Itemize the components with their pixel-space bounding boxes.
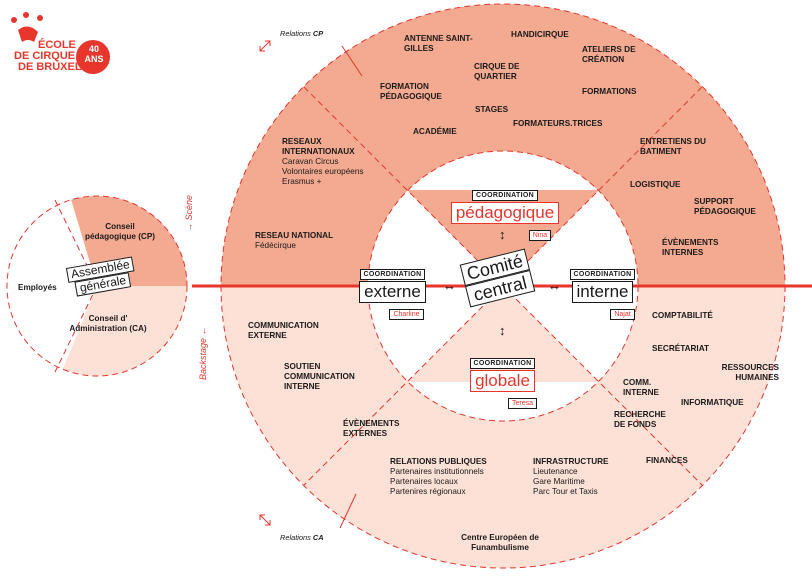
relations-cp-label: Relations CP [280,29,324,38]
coordination-globale: COORDINATION globale Teresa [460,352,545,410]
wedge-bottom [407,286,599,382]
label-antenne: ANTENNE SAINT-GILLES [404,34,473,53]
label-formation-peda: FORMATION PÉDAGOGIQUE [380,82,442,101]
label-entretiens: ENTRETIENS DU BATIMENT [640,137,706,156]
label-informatique: INFORMATIQUE [681,398,744,407]
coordination-externe: COORDINATION externe Charline [350,263,435,321]
label-evenements-int: ÉVÈNEMENTS INTERNES [662,238,719,257]
expand-arrows-icon [259,40,271,526]
label-soutien: SOUTIEN COMMUNICATION INTERNE [284,362,355,391]
assembly-ca: Conseil d' Administration (CA) [69,314,147,333]
label-finances: FINANCES [646,456,688,465]
coordination-pedagogique: COORDINATION pédagogique Nina [435,184,575,242]
logo-line-1: ÉCOLE [38,39,76,51]
logo-text: ÉCOLE DE CIRQUE DE BRUXELLES [14,40,103,73]
label-centre-euro: Centre Européen de Funambulisme [461,533,539,552]
arrow-up: ↕ [499,227,506,242]
label-relations-pub: RELATIONS PUBLIQUES Partenaires institut… [390,457,487,496]
label-ateliers: ATELIERS DE CRÉATION [582,45,636,64]
ring-lower [221,286,785,568]
logo-anniversary: 40 ANS [84,44,104,64]
arrow-right: ↔ [548,278,561,293]
label-cirque-quartier: CIRQUE DE QUARTIER [474,62,520,81]
axis-backstage-label: Backstage ← [198,326,208,380]
coordination-interne: COORDINATION interne Najat [560,263,645,321]
label-comm-ext: COMMUNICATION EXTERNE [248,321,319,340]
label-handicirque: HANDICIRQUE [511,30,569,39]
label-comm-int: COMM. INTERNE [623,378,659,397]
label-support-peda: SUPPORT PÉDAGOGIQUE [694,197,756,216]
logo-line-2: DE CIRQUE [14,50,76,62]
label-reseaux-int: RESEAUX INTERNATIONAUX Caravan Circus Vo… [282,137,364,186]
label-comptabilite: COMPTABILITÉ [652,311,713,320]
label-infrastructure: INFRASTRUCTURE Lieutenance Gare Maritime… [533,457,609,496]
juggler-logo-icon [11,12,110,74]
assembly-employees: Employés [18,283,57,292]
label-recherche: RECHERCHE DE FONDS [614,410,666,429]
logo-line-3: DE BRUXELLES [18,61,103,73]
label-rh: RESSOURCES HUMAINES [721,363,779,382]
label-stages: STAGES [475,105,509,114]
label-logistique: LOGISTIQUE [630,180,681,189]
label-evenements-ext: ÉVÈNEMENTS EXTERNES [343,419,400,438]
label-formateurs: FORMATEURS.TRICES [513,119,603,128]
label-secretariat: SECRÉTARIAT [652,344,710,353]
ring-upper [221,4,785,286]
arrow-left: ↔ [443,278,456,293]
arrow-down: ↕ [499,323,506,338]
label-reseau-nat: RESEAU NATIONAL Fédécirque [255,231,334,250]
label-academie: ACADÉMIE [413,127,457,136]
relations-ca-label: Relations CA [280,533,324,542]
axis-scene-label: → Scène [184,194,194,232]
label-formations: FORMATIONS [582,87,637,96]
assembly-cp: Conseil pédagogique (CP) [84,222,156,241]
